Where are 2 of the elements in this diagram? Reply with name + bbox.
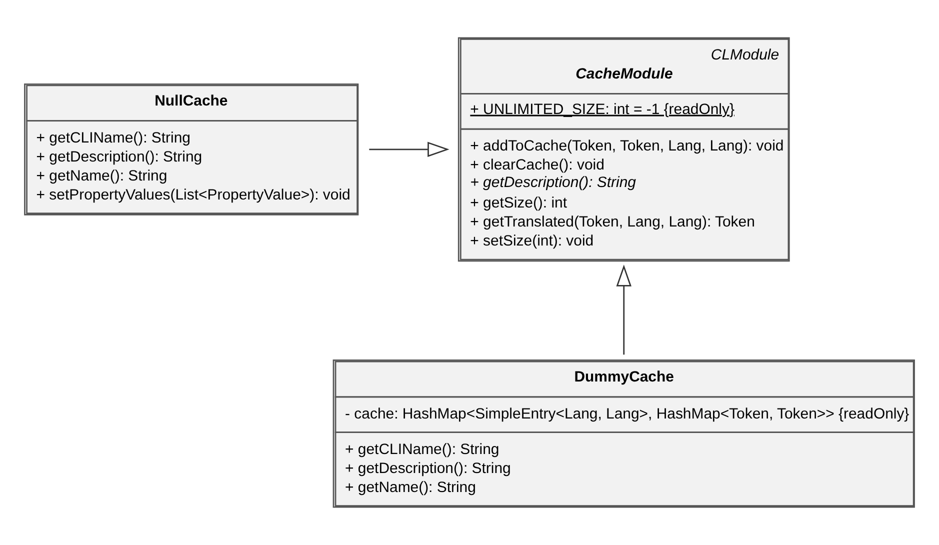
arrow xyxy=(369,142,450,158)
arrow xyxy=(616,264,632,355)
